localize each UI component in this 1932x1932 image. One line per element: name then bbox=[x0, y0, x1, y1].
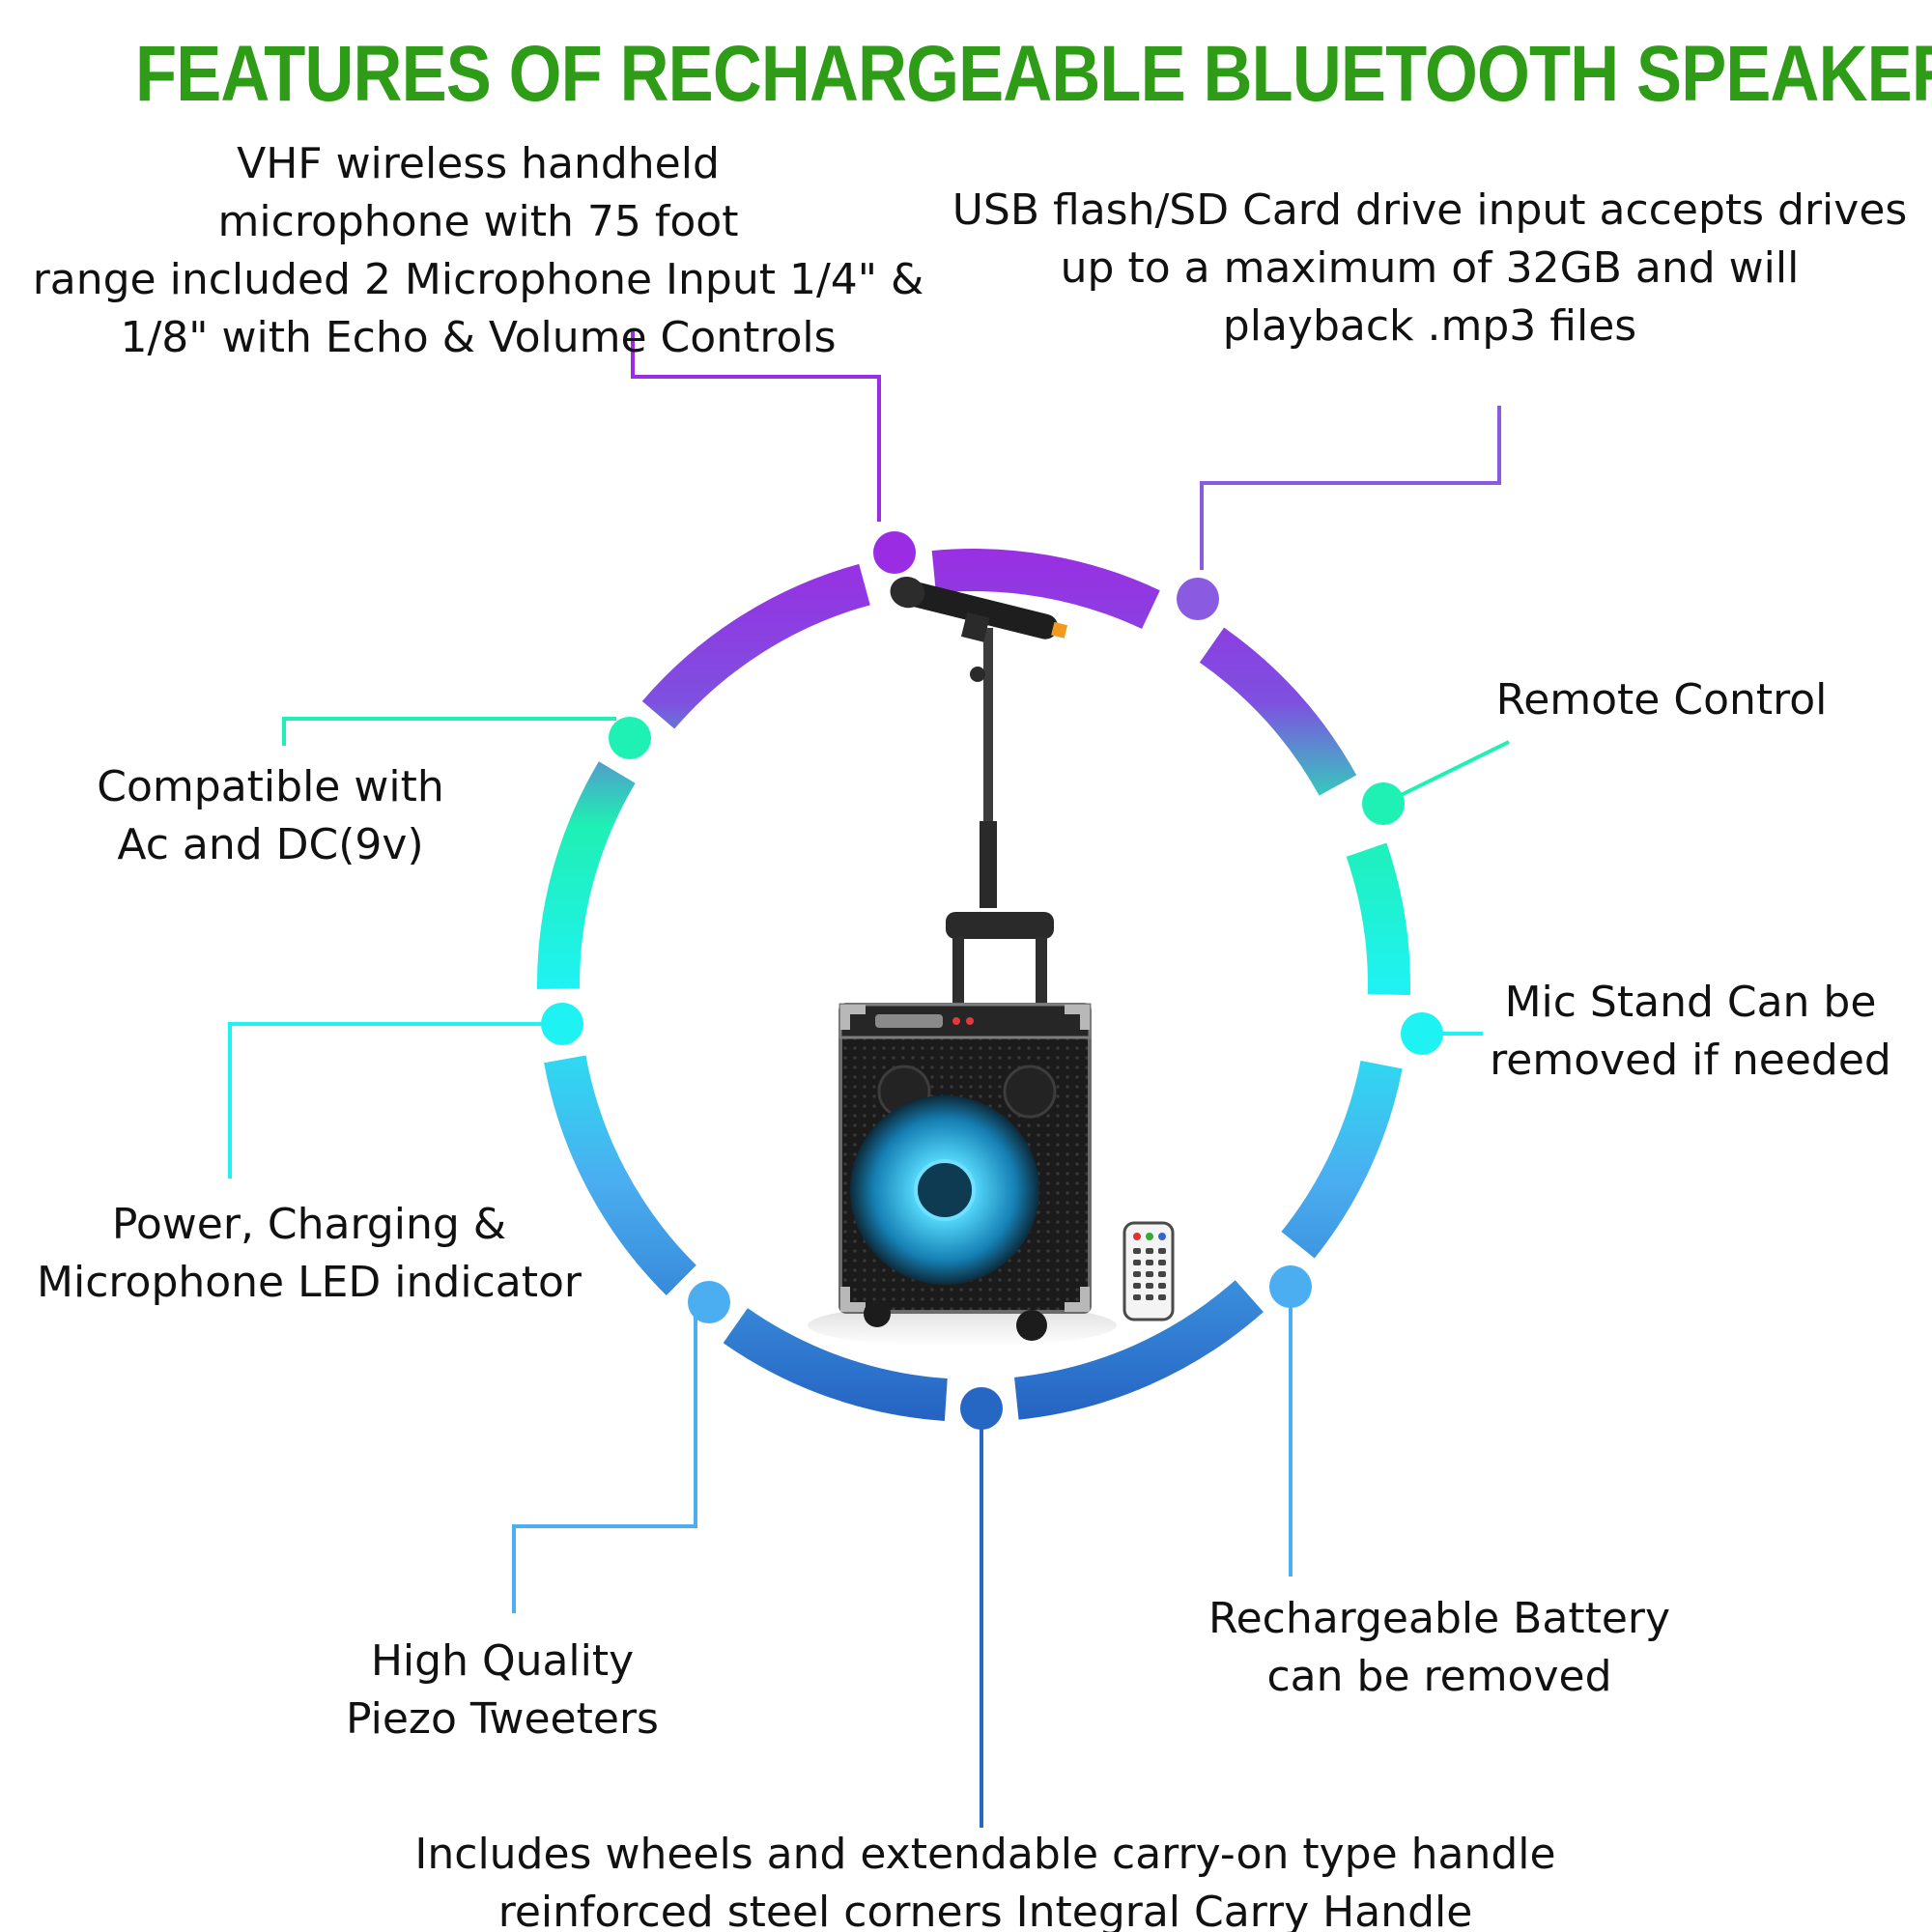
feature-marker-microphone bbox=[873, 531, 916, 574]
connector-lines bbox=[228, 328, 1510, 1828]
feature-label-wheels: Includes wheels and extendable carry-on … bbox=[328, 1826, 1642, 1932]
connector-line-power bbox=[282, 717, 616, 746]
speaker-product-icon bbox=[808, 576, 1175, 1347]
connector-line-microphone bbox=[631, 328, 881, 522]
feature-marker-wheels bbox=[960, 1387, 1003, 1430]
feature-marker-mic-stand bbox=[1401, 1012, 1443, 1055]
feature-label-power: Compatible with Ac and DC(9v) bbox=[58, 758, 483, 874]
feature-text-line: can be removed bbox=[1266, 1652, 1612, 1701]
page-title: FEATURES OF RECHARGEABLE BLUETOOTH SPEAK… bbox=[135, 30, 1932, 118]
ring-segment bbox=[641, 563, 870, 729]
ring-segment bbox=[1199, 627, 1357, 796]
feature-text-line: Mic Stand Can be bbox=[1504, 978, 1877, 1027]
led-indicator-red-2 bbox=[966, 1017, 974, 1025]
feature-label-mic-stand: Mic Stand Can be removed if needed bbox=[1468, 974, 1913, 1090]
feature-text-line: removed if needed bbox=[1490, 1036, 1891, 1085]
trolley-handle-grip bbox=[946, 912, 1054, 939]
ring-segment bbox=[1281, 1060, 1403, 1259]
feature-label-led: Power, Charging & Microphone LED indicat… bbox=[10, 1196, 609, 1312]
ring-segment bbox=[723, 1308, 948, 1421]
feature-label-usb: USB flash/SD Card drive input accepts dr… bbox=[927, 182, 1932, 355]
feature-marker-led bbox=[541, 1003, 583, 1045]
wheel-left-icon bbox=[864, 1300, 891, 1327]
carry-handle-icon bbox=[875, 1014, 943, 1028]
feature-text-line: Rechargeable Battery bbox=[1208, 1594, 1671, 1643]
feature-text-line: Includes wheels and extendable carry-on … bbox=[414, 1830, 1556, 1879]
mic-stand-knob-icon bbox=[970, 667, 985, 682]
feature-text-line: Power, Charging & bbox=[111, 1200, 507, 1249]
feature-label-remote: Remote Control bbox=[1459, 671, 1864, 729]
feature-text-line: 1/8" with Echo & Volume Controls bbox=[120, 313, 837, 362]
feature-text-line: reinforced steel corners Integral Carry … bbox=[497, 1888, 1473, 1932]
led-indicator-red bbox=[952, 1017, 960, 1025]
feature-label-microphone: VHF wireless handheld microphone with 75… bbox=[0, 135, 956, 367]
trolley-handle-left-bar bbox=[952, 937, 964, 1024]
feature-text-line: Piezo Tweeters bbox=[346, 1694, 659, 1744]
feature-text-line: range included 2 Microphone Input 1/4" & bbox=[32, 255, 924, 304]
ring-segment bbox=[536, 761, 636, 989]
woofer-cap-icon bbox=[914, 1159, 976, 1221]
connector-line-tweeters bbox=[512, 1316, 697, 1613]
feature-text-line: VHF wireless handheld bbox=[237, 139, 720, 188]
connector-line-remote bbox=[1382, 740, 1510, 806]
speaker-top-panel bbox=[838, 1003, 1092, 1039]
feature-marker-remote bbox=[1362, 782, 1405, 825]
feature-label-battery: Rechargeable Battery can be removed bbox=[1179, 1590, 1700, 1706]
connector-line-led bbox=[228, 1022, 562, 1179]
ring-segment bbox=[544, 1055, 696, 1296]
connector-line-usb bbox=[1200, 406, 1501, 570]
ring-segment bbox=[1346, 842, 1410, 996]
wheel-right-icon bbox=[1016, 1310, 1047, 1341]
feature-markers bbox=[541, 531, 1443, 1430]
mic-stand-pole-icon bbox=[983, 628, 993, 850]
feature-marker-usb bbox=[1177, 578, 1219, 620]
feature-marker-battery bbox=[1269, 1265, 1312, 1308]
feature-text-line: Remote Control bbox=[1495, 675, 1828, 724]
feature-marker-tweeters bbox=[688, 1281, 730, 1323]
feature-text-line: USB flash/SD Card drive input accepts dr… bbox=[952, 185, 1908, 235]
mic-stand-clamp bbox=[980, 821, 997, 908]
feature-text-line: Compatible with bbox=[97, 762, 444, 811]
microphone-icon bbox=[890, 576, 1068, 642]
feature-text-line: Microphone LED indicator bbox=[37, 1258, 582, 1307]
feature-text-line: up to a maximum of 32GB and will bbox=[1060, 243, 1800, 293]
feature-text-line: playback .mp3 files bbox=[1222, 301, 1637, 351]
trolley-handle-right-bar bbox=[1036, 937, 1047, 1024]
feature-text-line: microphone with 75 foot bbox=[217, 197, 739, 246]
ring-segment bbox=[931, 549, 1160, 630]
feature-text-line: Ac and DC(9v) bbox=[117, 820, 424, 869]
feature-label-tweeters: High Quality Piezo Tweeters bbox=[309, 1633, 696, 1748]
tweeter-right-icon bbox=[1003, 1065, 1057, 1119]
ring-segment bbox=[1013, 1280, 1264, 1420]
feature-text-line: High Quality bbox=[370, 1636, 635, 1686]
remote-control-icon bbox=[1122, 1221, 1175, 1321]
feature-ring bbox=[536, 549, 1410, 1421]
feature-marker-power bbox=[609, 717, 651, 759]
